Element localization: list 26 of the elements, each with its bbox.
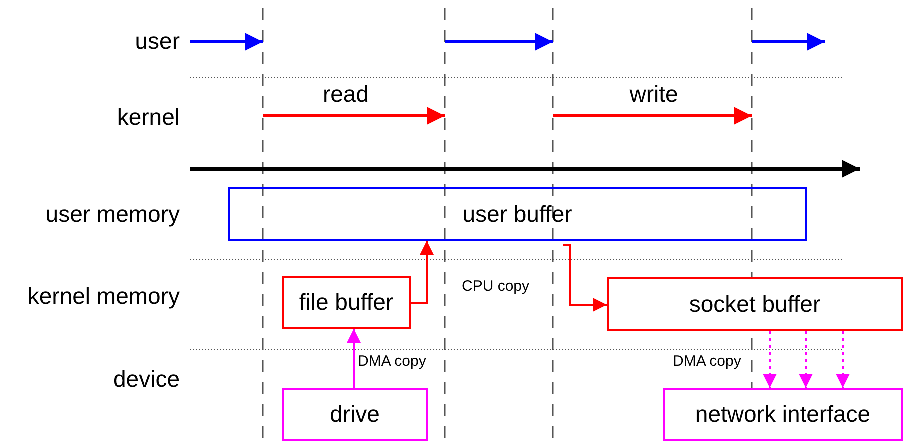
arrow <box>563 244 607 312</box>
arrow <box>836 331 850 388</box>
arrow-label: read <box>322 83 370 106</box>
row-label: kernel <box>117 106 180 129</box>
buffer-box <box>663 388 903 441</box>
row-label: user memory <box>46 203 180 226</box>
buffer-box <box>282 388 428 441</box>
row-label: user <box>135 30 180 53</box>
arrow-label: write <box>630 83 678 106</box>
box-label: socket buffer <box>689 290 821 318</box>
row-label: device <box>114 368 180 391</box>
arrow <box>763 331 777 388</box>
box-label: drive <box>330 401 380 428</box>
box-label: network interface <box>695 401 871 428</box>
arrow <box>411 241 434 304</box>
copy-label: CPU copy <box>462 279 530 294</box>
arrow <box>347 329 361 388</box>
copy-label: DMA copy <box>673 354 742 369</box>
copy-label: DMA copy <box>358 354 426 369</box>
buffer-box <box>282 276 411 329</box>
arrow <box>799 331 813 388</box>
box-label: file buffer <box>299 289 394 316</box>
box-label: user buffer <box>462 200 572 228</box>
row-label: kernel memory <box>28 285 180 308</box>
buffer-box <box>607 277 903 331</box>
buffer-box <box>228 187 807 241</box>
